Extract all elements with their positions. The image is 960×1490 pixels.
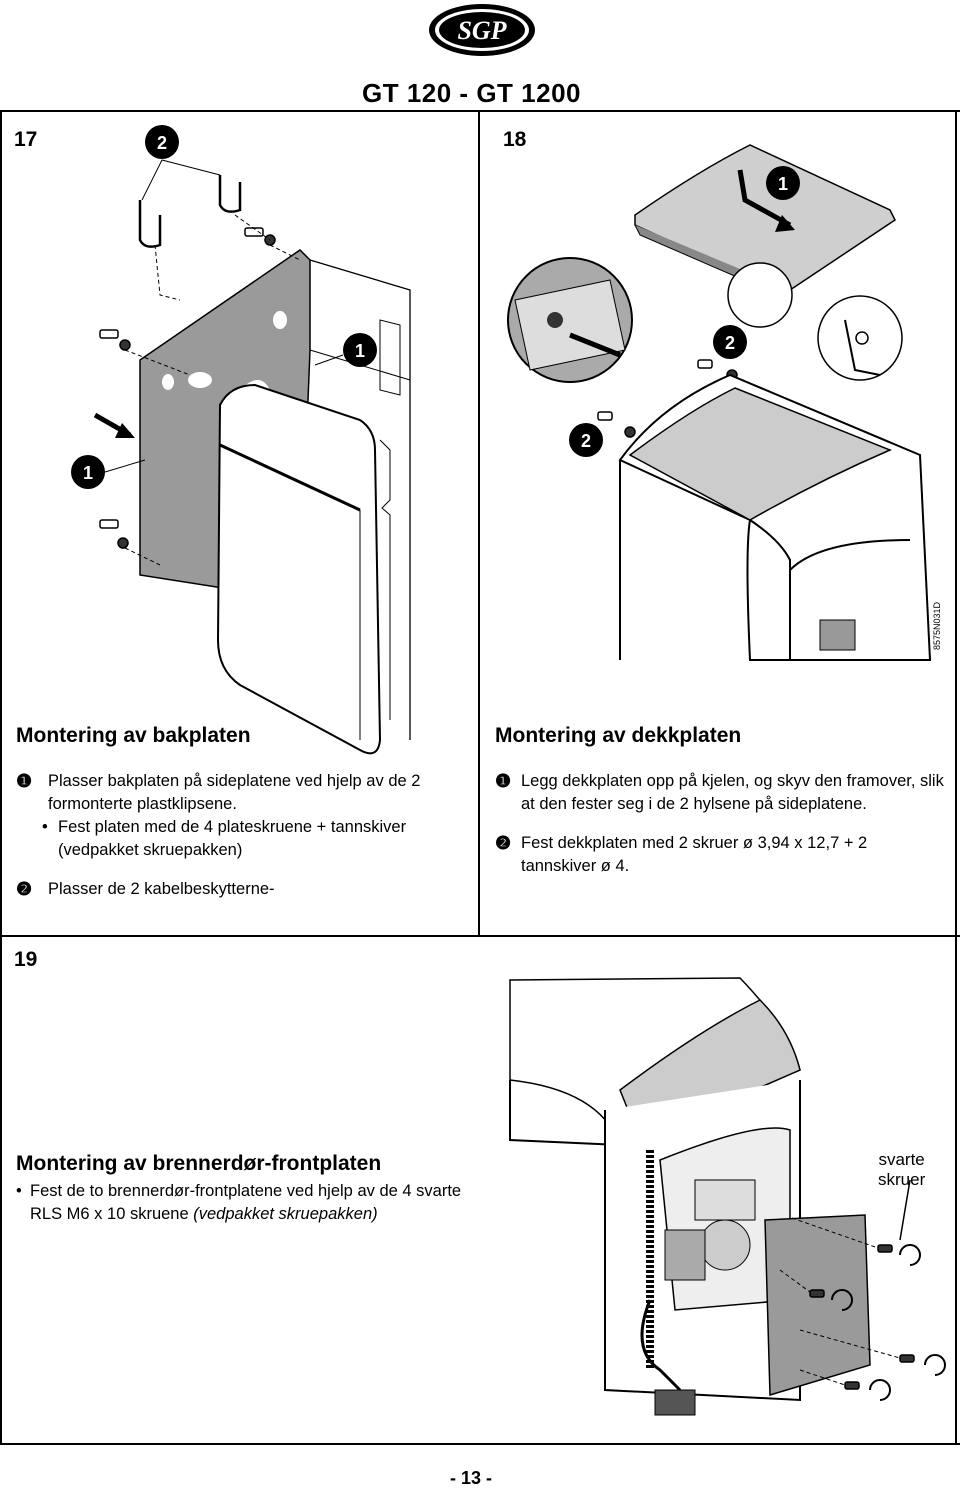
svg-text:2: 2 [157,133,167,153]
frame-right-line [955,110,957,1445]
step-17-illustration: 2 1 1 [71,125,411,755]
step-19-text: Fest de to brennerdør-frontplatene ved h… [30,1182,462,1223]
callout-badge-2-c: 2 [569,423,603,457]
svarte-skruer-callout: svarte skruer [878,1150,925,1190]
bullet-dot: • [42,818,48,836]
step-19-heading: Montering av brennerdør-frontplaten [16,1152,382,1175]
bullet-dot: • [16,1182,22,1200]
svg-text:1: 1 [83,463,93,483]
svg-text:2: 2 [581,431,591,451]
item-marker-1: ❶ [495,771,512,791]
step-19-illustration [509,977,946,1416]
item-marker-2: ❷ [495,833,512,853]
step-18-item-1-text: Legg dekkplaten opp på kjelen, og skyv d… [521,772,944,813]
sgp-logo: SGP [429,4,535,56]
step-17-item-2-text: Plasser de 2 kabelbeskytterne- [48,880,275,898]
step-18-illustration: 1 2 2 8575N031D [507,144,940,661]
step-17-sub-text: Fest platen med de 4 plateskruene + tann… [58,818,407,859]
step-17-body: ❶ Plasser bakplaten på sideplatene ved h… [16,770,466,901]
frame-left-line [0,110,2,1445]
frame-mid-line [0,935,960,937]
svg-text:2: 2 [725,333,735,353]
ref-code: 8575N031D [932,601,940,650]
callout-badge-1-b: 1 [71,455,105,489]
svg-text:1: 1 [778,174,788,194]
frame-bottom-line [0,1443,960,1445]
callout-badge-1-c: 1 [766,166,800,200]
item-marker-1: ❶ [16,771,33,791]
step-18-item-1: ❶ Legg dekkplaten opp på kjelen, og skyv… [495,770,945,816]
step-18-item-2-text: Fest dekkplaten med 2 skruer ø 3,94 x 12… [521,834,868,875]
step-17-heading: Montering av bakplaten [16,724,251,747]
step-19-number: 19 [14,948,38,971]
svg-text:1: 1 [355,341,365,361]
callout-badge-1-a: 1 [343,333,377,367]
step-18-item-2: ❷ Fest dekkplaten med 2 skruer ø 3,94 x … [495,832,945,878]
step-18-body: ❶ Legg dekkplaten opp på kjelen, og skyv… [495,770,945,878]
callout-badge-2-b: 2 [713,325,747,359]
logo-text: SGP [457,16,507,45]
step-17-number: 17 [14,128,38,151]
step-18-number: 18 [503,128,527,151]
step-17-item-1-text: Plasser bakplaten på sideplatene ved hje… [48,772,421,813]
item-marker-2: ❷ [16,879,33,899]
page-number: - 13 - [450,1468,493,1488]
callout-line-1: svarte [878,1150,925,1169]
document-title: GT 120 - GT 1200 [362,78,581,108]
callout-badge-2-a: 2 [145,125,179,159]
step-17-sub-bullet: • Fest platen med de 4 plateskruene + ta… [16,816,466,862]
step-19-body: • Fest de to brennerdør-frontplatene ved… [16,1180,466,1226]
callout-line-2: skruer [878,1170,926,1189]
step-19-bullet: • Fest de to brennerdør-frontplatene ved… [16,1180,466,1226]
step-17-item-2: ❷ Plasser de 2 kabelbeskytterne- [16,878,466,901]
step-18-heading: Montering av dekkplaten [495,724,742,747]
frame-middle-line [478,110,480,936]
step-17-item-1: ❶ Plasser bakplaten på sideplatene ved h… [16,770,466,816]
frame-top-line [0,110,960,112]
